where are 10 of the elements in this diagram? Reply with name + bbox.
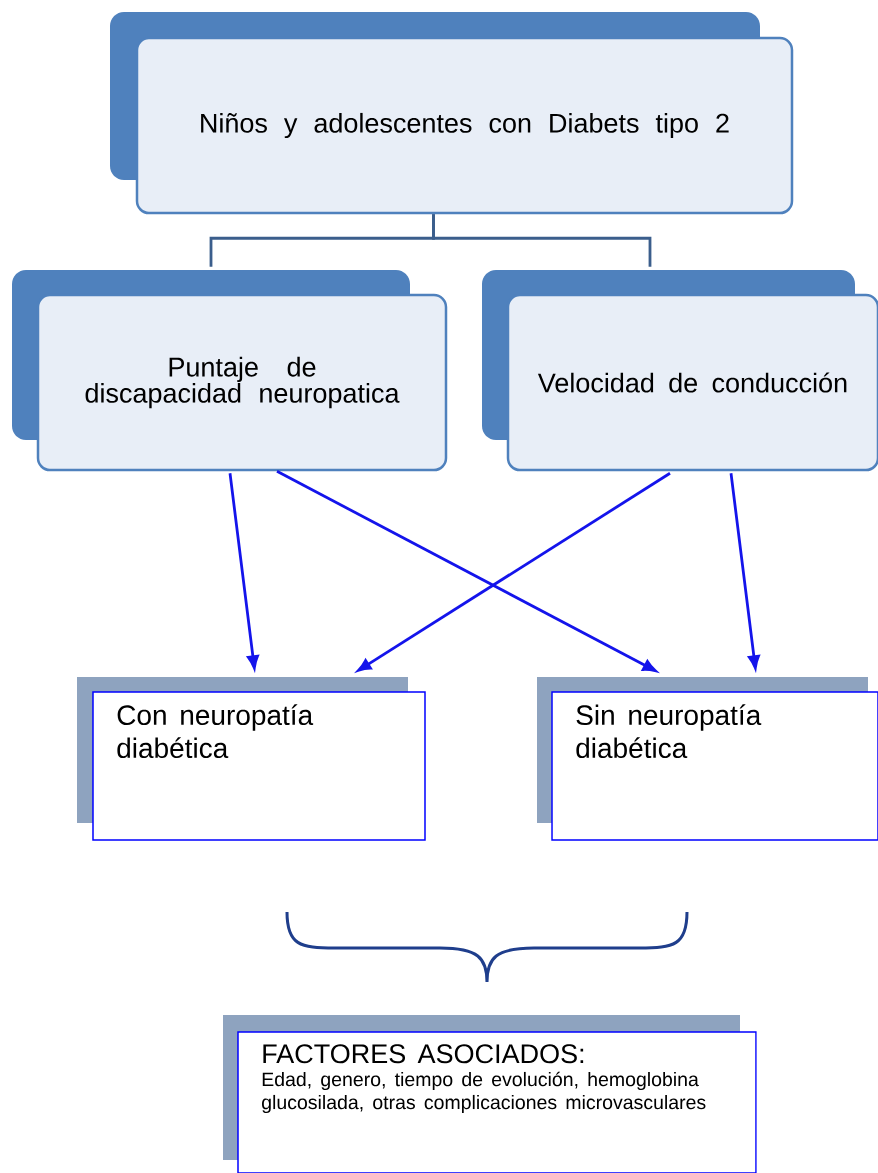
connector-line bbox=[432, 214, 652, 267]
arrow bbox=[357, 472, 671, 672]
arrow bbox=[276, 470, 657, 673]
text-box: Con neuropatía diabética bbox=[77, 677, 426, 841]
arrow bbox=[729, 473, 760, 670]
process-box: Puntaje de discapacidad neuropatica bbox=[12, 270, 448, 472]
text-box: FACTORES ASOCIADOS: Edad, genero, tiempo de evolución, hemoglobina glucosilada, otras complicaciones microvasculares bbox=[223, 1015, 757, 1173]
process-box: Niños y adolescentes con Diabets tipo 2 bbox=[110, 12, 794, 215]
text-box: Sin neuropatía diabética bbox=[537, 677, 878, 841]
process-box: Velocidad de conducción bbox=[482, 270, 878, 472]
